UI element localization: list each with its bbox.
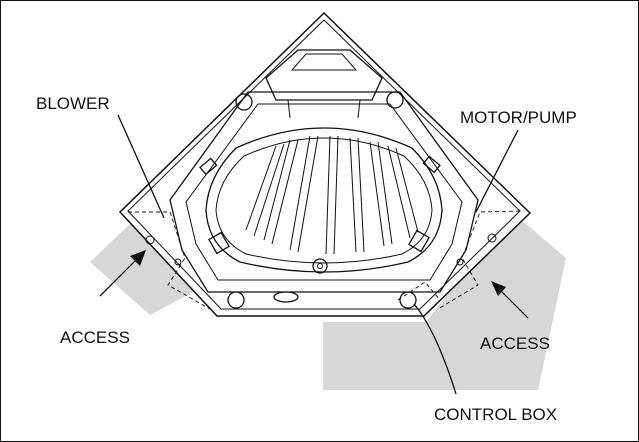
access-left-arrowhead (130, 250, 146, 266)
access-right-arrow-line (499, 289, 529, 319)
access-left-arrow-line (99, 257, 139, 297)
side-jet-left (199, 157, 218, 176)
tub-seat-rim (185, 103, 463, 281)
motor-pump-leader (475, 129, 519, 213)
tub-shell-inner-edge (127, 19, 521, 310)
deck-fitting-left-2 (174, 258, 182, 266)
jet-bottom-left (227, 291, 245, 309)
control-box-leader (413, 303, 457, 395)
jet-top-right (386, 91, 404, 109)
tub-basin-inner (215, 137, 433, 264)
blower-dashed-outline (128, 211, 211, 310)
handle-right (408, 229, 430, 253)
overflow-fitting (273, 291, 299, 303)
jet-top-left (235, 93, 253, 111)
motor-pump-label: MOTOR/PUMP (460, 108, 577, 127)
control-box-label: CONTROL BOX (434, 405, 557, 424)
access-right-label: ACCESS (480, 334, 550, 353)
headrest-top (290, 53, 358, 71)
blower-leader (117, 114, 165, 219)
side-jet-right (422, 155, 441, 174)
access-zone-left (90, 205, 212, 315)
handle-left (208, 231, 230, 255)
deck-fitting-right (487, 233, 497, 243)
blower-label: BLOWER (36, 94, 110, 113)
headrest-line (287, 99, 291, 119)
jet-bottom-right (399, 291, 417, 309)
drain (312, 258, 328, 274)
headrest-line-2 (357, 99, 361, 119)
access-left-label: ACCESS (60, 328, 130, 347)
drain-center (317, 263, 323, 269)
deck-fitting-left (145, 235, 155, 245)
headrest (265, 49, 383, 101)
tub-inner-rim (169, 91, 479, 293)
access-zone-right (323, 212, 566, 390)
tub-basin (205, 127, 443, 273)
control-box-dashed-outline (397, 281, 441, 301)
deck-fitting-right-2 (456, 258, 464, 266)
footwell-ribs (245, 135, 419, 255)
motor-pump-dashed-outline (437, 210, 521, 310)
access-right-arrowhead (491, 281, 506, 296)
